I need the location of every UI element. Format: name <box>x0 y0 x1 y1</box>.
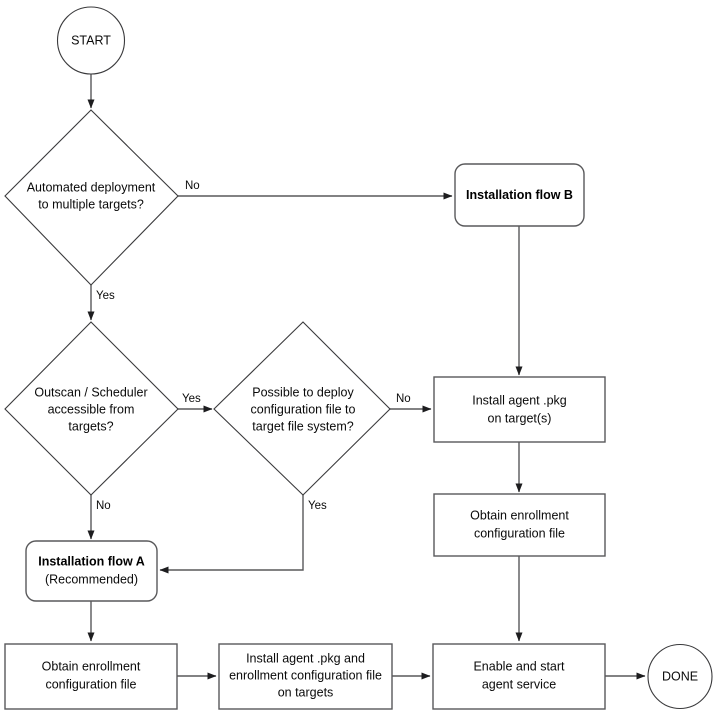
install-pkg-and-config-line1: Install agent .pkg and <box>246 651 365 665</box>
outscan-scheduler-line1: Outscan / Scheduler <box>34 385 147 399</box>
installation-flow-b-label: Installation flow B <box>466 188 573 202</box>
done-circle <box>647 643 713 710</box>
edge-label-automated-no: No <box>185 180 200 192</box>
edge-label-automated-yes: Yes <box>96 290 115 302</box>
edge-config-deploy-yes-to-flow-a <box>159 495 304 574</box>
edge-label-outscan-yes: Yes <box>182 393 201 405</box>
enable-start-agent-service-line2: agent service <box>482 677 556 691</box>
install-pkg-and-config-box <box>218 643 393 710</box>
start-label: START <box>71 33 111 47</box>
node-start[interactable]: START <box>56 6 126 75</box>
edge-label-outscan-no: No <box>96 500 111 512</box>
node-install-pkg-on-targets[interactable]: Install agent .pkg on target(s) <box>433 376 606 443</box>
enable-start-agent-service-line1: Enable and start <box>473 659 565 673</box>
node-decision-config-file-deploy[interactable]: Possible to deploy configuration file to… <box>213 321 391 496</box>
node-installation-flow-b[interactable]: Installation flow B <box>454 163 585 227</box>
installation-flow-a-line1: Installation flow A <box>38 554 144 568</box>
node-decision-automated-deployment[interactable]: Automated deployment to multiple targets… <box>4 109 179 286</box>
config-file-deploy-line1: Possible to deploy <box>252 385 354 399</box>
obtain-enrollment-config-right-line1: Obtain enrollment <box>470 508 569 522</box>
install-pkg-on-targets-line1: Install agent .pkg <box>472 393 567 407</box>
enable-start-agent-service-box <box>432 643 606 710</box>
install-pkg-on-targets-box <box>433 376 606 443</box>
edge-label-config-deploy-no: No <box>396 393 411 405</box>
node-decision-outscan-scheduler[interactable]: Outscan / Scheduler accessible from targ… <box>4 321 179 496</box>
obtain-enrollment-config-bottom-line1: Obtain enrollment <box>42 659 141 673</box>
config-file-deploy-line2: configuration file to <box>251 402 356 416</box>
node-enable-start-agent-service[interactable]: Enable and start agent service <box>432 643 606 710</box>
install-pkg-and-config-line2: enrollment configuration file <box>229 668 382 682</box>
install-pkg-and-config-line3: on targets <box>278 685 334 699</box>
done-label: DONE <box>662 669 698 683</box>
node-installation-flow-a[interactable]: Installation flow A (Recommended) <box>25 540 158 602</box>
node-obtain-enrollment-config-bottom[interactable]: Obtain enrollment configuration file <box>4 643 178 710</box>
node-done[interactable]: DONE <box>647 643 713 710</box>
installation-flow-a-line2: (Recommended) <box>45 572 138 586</box>
automated-deployment-line2: to multiple targets? <box>38 197 144 211</box>
edge-label-config-deploy-yes: Yes <box>308 500 327 512</box>
automated-deployment-line1: Automated deployment <box>27 180 156 194</box>
installation-flow-b-box <box>454 163 585 227</box>
install-pkg-on-targets-line2: on target(s) <box>488 411 552 425</box>
obtain-enrollment-config-bottom-box <box>4 643 178 710</box>
installation-flow-a-box <box>25 540 158 602</box>
start-circle <box>56 6 126 75</box>
obtain-enrollment-config-bottom-line2: configuration file <box>45 677 136 691</box>
node-install-pkg-and-config-on-targets[interactable]: Install agent .pkg and enrollment config… <box>218 643 393 710</box>
node-obtain-enrollment-config-right[interactable]: Obtain enrollment configuration file <box>433 493 606 557</box>
config-file-deploy-diamond <box>213 321 391 496</box>
config-file-deploy-line3: target file system? <box>252 419 353 433</box>
outscan-scheduler-diamond <box>4 321 179 496</box>
outscan-scheduler-line2: accessible from <box>48 402 135 416</box>
outscan-scheduler-line3: targets? <box>68 419 113 433</box>
obtain-enrollment-config-right-box <box>433 493 606 557</box>
obtain-enrollment-config-right-line2: configuration file <box>474 526 565 540</box>
automated-deployment-diamond <box>4 109 179 286</box>
